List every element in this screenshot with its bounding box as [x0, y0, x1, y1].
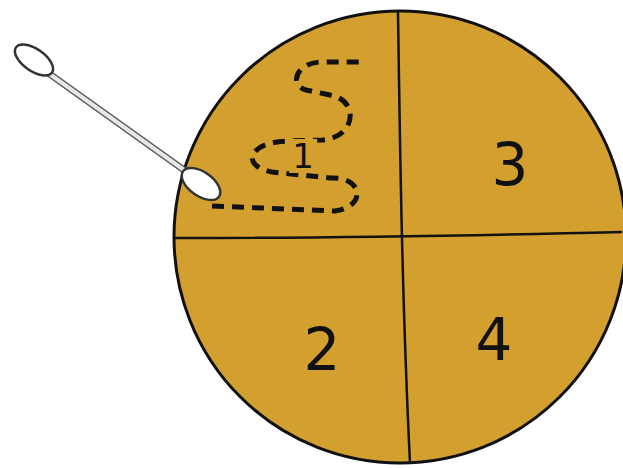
quadrant-number: 3 [489, 136, 532, 194]
petri-dish [174, 11, 623, 463]
quadrant-number: 2 [301, 321, 344, 379]
swab-tip [10, 38, 59, 81]
streak-path [212, 62, 362, 211]
swab-tip [176, 162, 226, 207]
divider-line [398, 12, 410, 463]
swab-stick [30, 60, 198, 180]
quadrant-number: 4 [473, 311, 516, 369]
quadrant-number: 1 [289, 139, 317, 173]
divider-line [175, 232, 622, 238]
swab-stick [30, 60, 198, 180]
